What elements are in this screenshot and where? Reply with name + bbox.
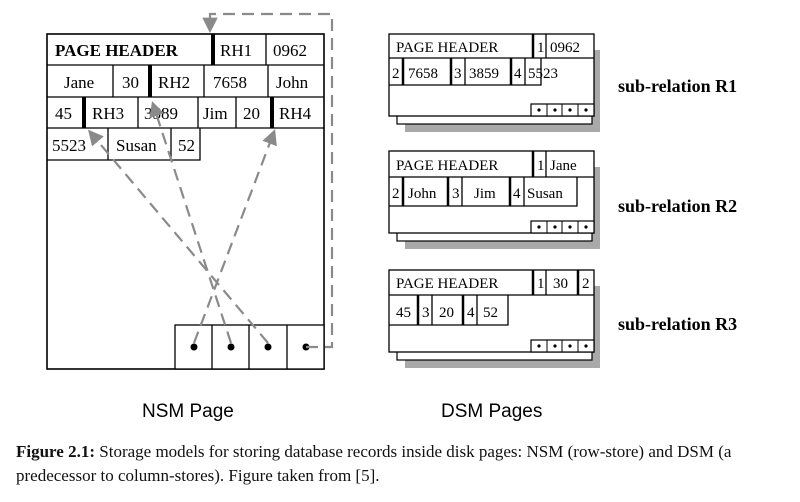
figure-caption: Figure 2.1: Storage models for storing d…	[16, 440, 791, 488]
nsm-52: 52	[178, 136, 195, 155]
dsm-r1-c5: 5523	[528, 66, 558, 82]
dsm-r1-c0: 2	[392, 66, 400, 82]
nsm-30: 30	[122, 73, 139, 92]
figure-caption-label: Figure 2.1:	[16, 442, 96, 461]
dsm-r2-c1: John	[408, 186, 437, 202]
nsm-jane: Jane	[64, 73, 94, 92]
dsm-r3-header: PAGE HEADER	[396, 276, 498, 292]
dsm-r3-c3: 4	[467, 305, 475, 321]
dsm-r3-c0: 45	[396, 305, 411, 321]
nsm-5523: 5523	[52, 136, 86, 155]
nsm-3589: 3589	[144, 104, 178, 123]
dsm-r1-h2: 0962	[550, 40, 580, 56]
dsm-r1-title: sub-relation R1	[618, 76, 737, 96]
dsm-r3-c1: 3	[422, 305, 430, 321]
nsm-jim: Jim	[203, 104, 228, 123]
dsm-r1-c2: 3	[454, 66, 462, 82]
nsm-45: 45	[55, 104, 72, 123]
dsm-r2-h1: 1	[537, 158, 545, 174]
slot-pointer-icon	[227, 343, 235, 351]
figure-caption-text: Storage models for storing database reco…	[16, 442, 732, 485]
dsm-page-r1: PAGE HEADER 1 0962 2 7658 3 3859 4 5523	[388, 33, 600, 132]
nsm-val-0962: 0962	[273, 41, 307, 60]
dsm-r2-header: PAGE HEADER	[396, 158, 498, 174]
dsm-r2-c0: 2	[392, 186, 400, 202]
dsm-page-r2: PAGE HEADER 1 Jane 2 John 3 Jim 4 Susan	[388, 150, 600, 249]
dsm-r1-h1: 1	[537, 40, 545, 56]
dsm-r1-c1: 7658	[408, 66, 438, 82]
slot-pointer-icon	[190, 343, 198, 351]
dsm-r2-c5: Susan	[527, 186, 563, 202]
nsm-page-header: PAGE HEADER	[55, 41, 179, 60]
dsm-r1-header: PAGE HEADER	[396, 40, 498, 56]
nsm-susan: Susan	[116, 136, 157, 155]
dsm-pages-label: DSM Pages	[441, 401, 542, 422]
dsm-page-r3: PAGE HEADER 1 30 2 45 3 20 4 52	[388, 269, 600, 368]
nsm-slot-pointers	[88, 12, 334, 349]
dsm-r2-c4: 4	[513, 186, 521, 202]
pointer-to-rh3-arrow	[88, 129, 269, 344]
dsm-r3-c4: 52	[483, 305, 498, 321]
nsm-rh1: RH1	[220, 41, 252, 60]
nsm-john: John	[276, 73, 309, 92]
pointer-to-rh2-arrow	[149, 101, 233, 344]
nsm-rh2: RH2	[158, 73, 190, 92]
nsm-rh3: RH3	[92, 104, 124, 123]
nsm-page-label: NSM Page	[142, 401, 234, 422]
slot-pointer-icon	[264, 343, 272, 351]
dsm-r3-h2: 30	[553, 276, 568, 292]
nsm-rh4: RH4	[279, 104, 312, 123]
dsm-r3-h1: 1	[537, 276, 545, 292]
dsm-r1-c3: 3859	[469, 66, 499, 82]
nsm-7658: 7658	[213, 73, 247, 92]
dsm-r1-c4: 4	[514, 66, 522, 82]
dsm-r2-h2: Jane	[550, 158, 577, 174]
nsm-page-frame	[46, 33, 325, 370]
dsm-r2-title: sub-relation R2	[618, 196, 737, 216]
nsm-page: PAGE HEADER RH1 0962 Jane 30 RH2 7658 Jo…	[46, 12, 334, 370]
pointer-to-rh1-arrow	[202, 12, 334, 349]
dsm-r2-c2: 3	[452, 186, 460, 202]
nsm-20: 20	[243, 104, 260, 123]
dsm-r2-c3: Jim	[474, 186, 496, 202]
dsm-r3-h3: 2	[582, 276, 590, 292]
dsm-r3-c2: 20	[439, 305, 454, 321]
dsm-r3-title: sub-relation R3	[618, 314, 737, 334]
